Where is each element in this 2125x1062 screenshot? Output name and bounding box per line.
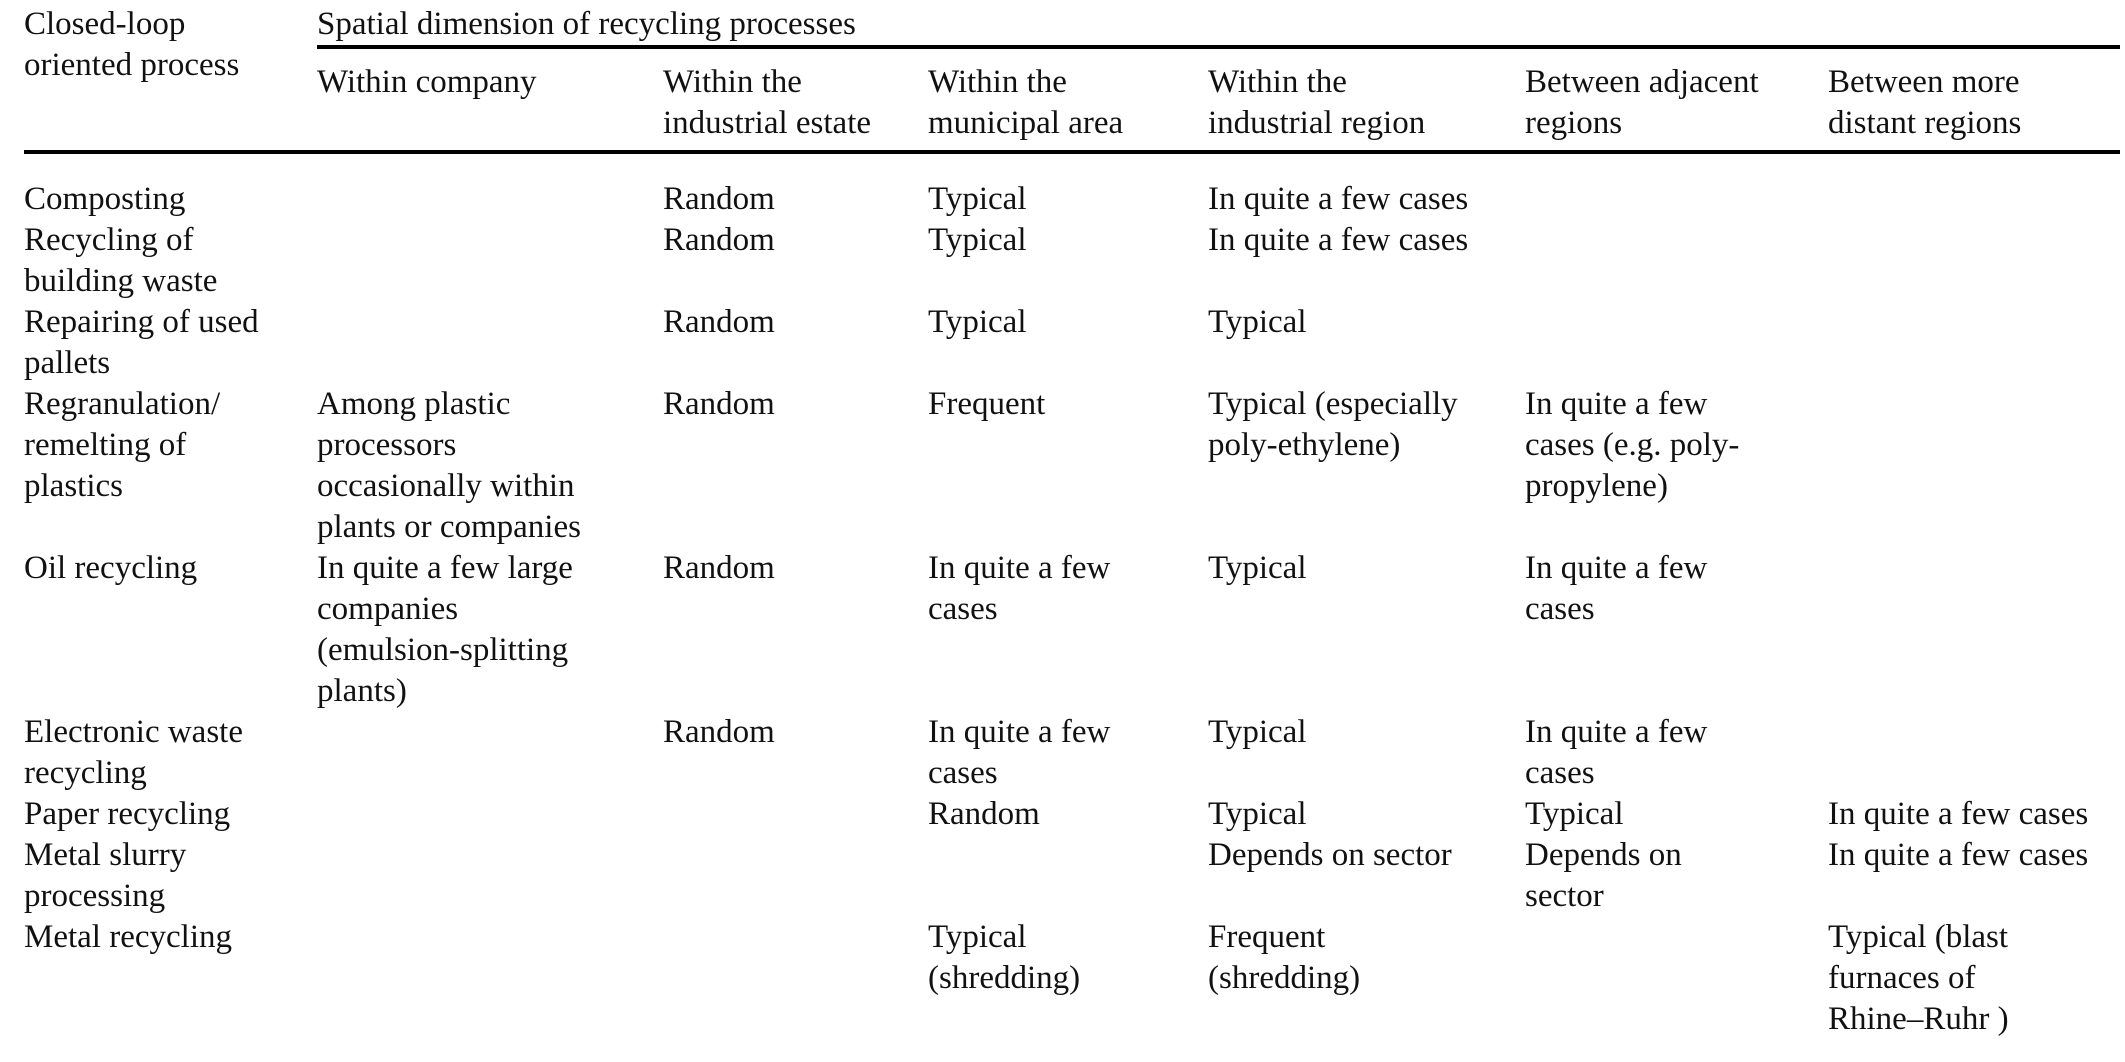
table-cell: Typical	[1208, 714, 1307, 750]
process-cell: Metal slurry processing	[24, 837, 187, 914]
table-cell: Random	[663, 304, 775, 340]
group-header: Spatial dimension of recycling processes	[317, 4, 2121, 49]
table-cell: Typical	[928, 181, 1027, 217]
process-cell: Oil recycling	[24, 550, 198, 586]
table-cell: Random	[663, 181, 775, 217]
table-row-metal-slurry: Metal slurry processing Depends on secto…	[24, 835, 2120, 917]
table-cell	[928, 835, 1208, 917]
table-cell: In quite a few cases (e.g. poly- propyle…	[1525, 386, 1740, 504]
process-cell: Metal recycling	[24, 919, 232, 955]
table-cell	[1828, 152, 2120, 220]
table-cell: In quite a few cases	[1828, 837, 2089, 873]
table-row-electronic-waste: Electronic waste recycling Random In qui…	[24, 712, 2120, 794]
table-row-building-waste: Recycling of building waste Random Typic…	[24, 220, 2120, 302]
table-cell	[317, 152, 663, 220]
group-header-row: Closed-loop oriented process Spatial dim…	[24, 4, 2121, 154]
table-cell	[1828, 384, 2120, 548]
table-cell	[317, 302, 663, 384]
table-cell	[317, 917, 663, 1040]
table-cell	[1828, 220, 2120, 302]
table-cell: Typical	[1208, 304, 1307, 340]
process-cell: Composting	[24, 181, 186, 217]
table-cell: Random	[663, 550, 775, 586]
table-cell	[317, 712, 663, 794]
table-header: Closed-loop oriented process Spatial dim…	[24, 4, 2121, 154]
table-cell: Typical (shredding)	[928, 919, 1081, 996]
table-cell: Typical (especially poly-ethylene)	[1208, 386, 1458, 463]
table-row-pallets: Repairing of used pallets Random Typical…	[24, 302, 2120, 384]
table-row-metal-recycling: Metal recycling Typical (shredding) Freq…	[24, 917, 2120, 1040]
table-cell	[663, 917, 928, 1040]
table-cell: Random	[663, 386, 775, 422]
process-cell: Recycling of building waste	[24, 222, 218, 299]
table-cell: Depends on sector	[1525, 837, 1682, 914]
table-row-composting: Composting Random Typical In quite a few…	[24, 152, 2120, 220]
table-cell: Typical	[1208, 550, 1307, 586]
table-cell: In quite a few cases	[1525, 714, 1708, 791]
table-cell: Frequent	[928, 386, 1046, 422]
table-cell	[1828, 548, 2120, 712]
table-cell: Frequent (shredding)	[1208, 919, 1361, 996]
column-header-adjacent-regions: Between adjacent regions	[1525, 47, 1828, 154]
table-cell: Random	[663, 714, 775, 750]
table-cell: In quite a few cases	[1208, 181, 1469, 217]
process-cell: Electronic waste recycling	[24, 714, 243, 791]
table-cell: Typical	[1525, 796, 1624, 832]
table-cell: Depends on sector	[1208, 837, 1452, 873]
table-cell	[663, 794, 928, 835]
column-header-municipal-area: Within the municipal area	[928, 47, 1208, 154]
column-header-industrial-estate: Within the industrial estate	[663, 47, 928, 154]
spatial-dimension-table: Closed-loop oriented process Spatial dim…	[24, 4, 2121, 1040]
table-cell: In quite a few cases	[928, 550, 1111, 627]
table-cell	[1828, 302, 2120, 384]
table-cell	[317, 794, 663, 835]
table-cell	[1525, 152, 1828, 220]
column-header-distant-regions: Between more distant regions	[1828, 47, 2121, 154]
table-row-oil-recycling: Oil recycling In quite a few large compa…	[24, 548, 2120, 712]
table-body: Composting Random Typical In quite a few…	[24, 152, 2120, 1040]
column-header-within-company: Within company	[317, 47, 663, 154]
table-cell	[317, 835, 663, 917]
table-cell: Typical (blast furnaces of Rhine–Ruhr )	[1828, 919, 2009, 1037]
table-cell: Typical	[928, 222, 1027, 258]
process-cell: Repairing of used pallets	[24, 304, 259, 381]
table-cell: Typical	[928, 304, 1027, 340]
table-cell: Among plastic processors occasionally wi…	[317, 386, 581, 545]
table-cell: In quite a few cases	[1208, 222, 1469, 258]
table-cell	[1525, 917, 1828, 1040]
table-cell: Random	[928, 796, 1040, 832]
table-cell: Random	[663, 222, 775, 258]
table-cell	[1525, 220, 1828, 302]
table-cell	[317, 220, 663, 302]
table-cell: In quite a few cases	[1828, 796, 2089, 832]
process-cell: Paper recycling	[24, 796, 231, 832]
process-cell: Regranulation/ remelting of plastics	[24, 386, 221, 504]
column-header-row: Within company Within the industrial est…	[24, 47, 2121, 154]
table-cell	[1525, 302, 1828, 384]
column-header-industrial-region: Within the industrial region	[1208, 47, 1525, 154]
table-cell: Typical	[1208, 796, 1307, 832]
table-cell	[663, 835, 928, 917]
table-cell	[1828, 712, 2120, 794]
table-row-paper-recycling: Paper recycling Random Typical Typical I…	[24, 794, 2120, 835]
corner-header: Closed-loop oriented process	[24, 4, 317, 154]
table-cell: In quite a few cases	[928, 714, 1111, 791]
table-cell: In quite a few large companies (emulsion…	[317, 550, 573, 709]
table-row-regranulation: Regranulation/ remelting of plastics Amo…	[24, 384, 2120, 548]
table-cell: In quite a few cases	[1525, 550, 1708, 627]
